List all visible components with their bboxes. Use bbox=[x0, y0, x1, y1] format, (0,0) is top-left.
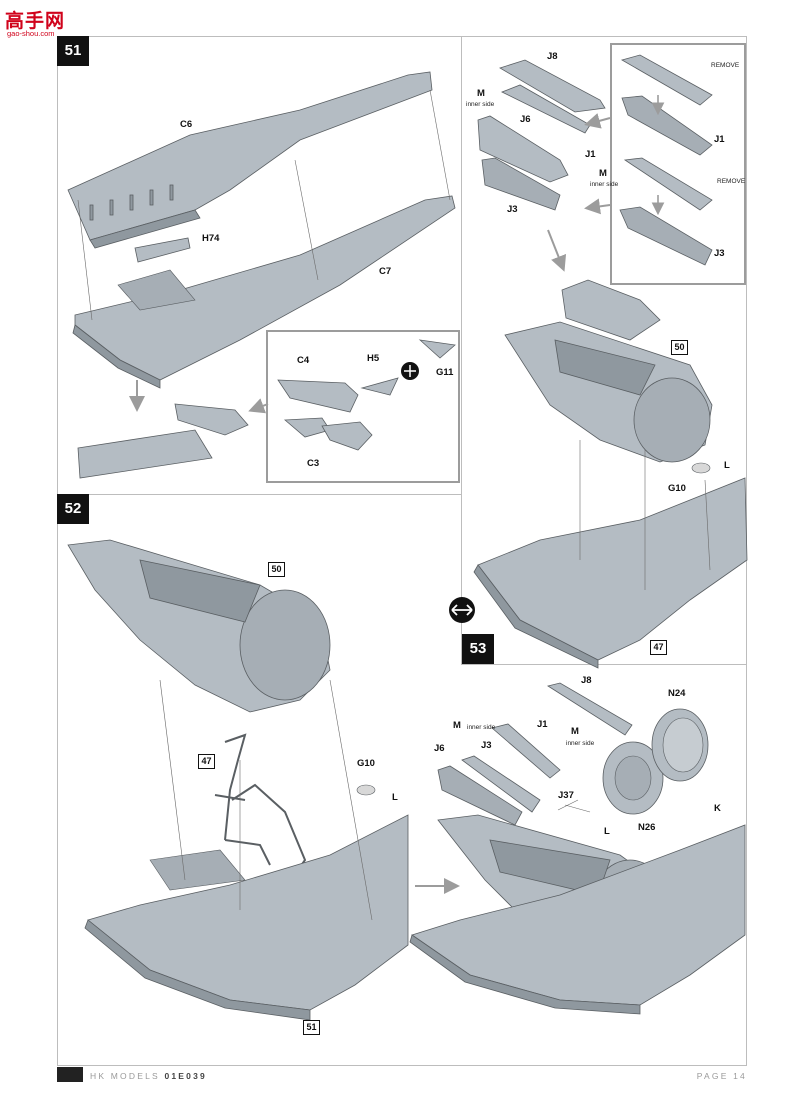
watermark-logo: 高手网 bbox=[5, 11, 66, 32]
guide-lines-52 bbox=[159, 679, 373, 921]
divider-vertical-top bbox=[461, 36, 462, 494]
label-g10-step52: G10 bbox=[357, 758, 375, 769]
label-j3-lower: J3 bbox=[481, 740, 492, 751]
part-canopy-53 bbox=[561, 279, 661, 341]
part-c7-bay bbox=[117, 269, 196, 311]
part-g10-53 bbox=[691, 462, 711, 474]
part-g10-52 bbox=[356, 784, 376, 796]
label-inner-side-lower-a: inner side bbox=[467, 724, 496, 731]
hk-models-logo bbox=[57, 1067, 83, 1082]
label-j3: J3 bbox=[507, 204, 518, 215]
label-n26: N26 bbox=[638, 822, 656, 833]
footer-brand: HK MODELS 01E039 bbox=[90, 1071, 207, 1081]
step-number-53: 53 bbox=[462, 634, 494, 664]
step-number-51: 51 bbox=[57, 36, 89, 66]
footer-brand-name: HK MODELS bbox=[90, 1071, 160, 1081]
part-c7 bbox=[72, 195, 456, 389]
label-j8-lower: J8 bbox=[581, 675, 592, 686]
part-hubcap-n24 bbox=[651, 708, 709, 782]
detail-inset-53 bbox=[610, 43, 746, 285]
part-wing-52-bay bbox=[149, 849, 246, 891]
flip-icon bbox=[449, 597, 475, 623]
label-c3: C3 bbox=[307, 458, 320, 469]
arrow-left-51 bbox=[248, 398, 269, 414]
label-g10-step53: G10 bbox=[668, 483, 686, 494]
part-fuselage-52 bbox=[67, 539, 331, 713]
part-c6 bbox=[67, 71, 433, 249]
part-j6-j3 bbox=[477, 115, 569, 211]
divider-vertical-mid bbox=[461, 494, 462, 664]
label-remove-a: REMOVE bbox=[711, 62, 740, 69]
divider-horizontal-left bbox=[57, 494, 462, 495]
part-h74 bbox=[134, 237, 191, 263]
detail-inset-51 bbox=[266, 330, 460, 483]
part-doors-53-lower bbox=[437, 682, 633, 826]
part-wing-53-final bbox=[409, 824, 746, 1015]
label-l-step52: L bbox=[392, 792, 398, 803]
guide-lines-51 bbox=[77, 89, 451, 321]
label-l-step53: L bbox=[724, 460, 730, 471]
ref-box-47-step53: 47 bbox=[650, 640, 667, 655]
step-number-52: 52 bbox=[57, 494, 89, 524]
label-h5: H5 bbox=[367, 353, 380, 364]
label-h74: H74 bbox=[202, 233, 220, 244]
ref-box-47-step52: 47 bbox=[198, 754, 215, 769]
ref-box-50-step52: 50 bbox=[268, 562, 285, 577]
part-c6-ribs bbox=[89, 184, 174, 221]
label-c4: C4 bbox=[297, 355, 310, 366]
label-j37: J37 bbox=[558, 790, 574, 801]
arrow-left-53a bbox=[584, 113, 611, 129]
label-g11: G11 bbox=[436, 367, 454, 378]
guide-lines-53 bbox=[579, 440, 711, 590]
part-fuselage-53 bbox=[504, 321, 713, 463]
label-l-lower: L bbox=[604, 826, 610, 837]
arrow-down-53 bbox=[547, 229, 567, 272]
label-m-a: M bbox=[477, 88, 485, 99]
footer-kit-code: 01E039 bbox=[164, 1071, 207, 1081]
label-c6: C6 bbox=[180, 119, 193, 130]
footer-page-number: PAGE 14 bbox=[696, 1071, 747, 1081]
label-inner-side-lower-b: inner side bbox=[566, 740, 595, 747]
part-wing-53 bbox=[473, 477, 748, 669]
label-j1: J1 bbox=[585, 149, 596, 160]
label-c7: C7 bbox=[379, 266, 392, 277]
watermark-url: gao-shou.com bbox=[7, 29, 55, 38]
label-j6: J6 bbox=[520, 114, 531, 125]
label-k: K bbox=[714, 803, 721, 814]
rotate-icon bbox=[401, 362, 419, 380]
part-wing-52 bbox=[84, 814, 409, 1021]
ref-box-51-step52: 51 bbox=[303, 1020, 320, 1035]
label-inner-side-a: inner side bbox=[466, 101, 495, 108]
divider-horizontal-right bbox=[461, 664, 747, 665]
label-m-lower-b: M bbox=[571, 726, 579, 737]
inset-parts-51 bbox=[277, 339, 456, 451]
label-j1-inset: J1 bbox=[714, 134, 725, 145]
label-j1-lower: J1 bbox=[537, 719, 548, 730]
result-wingtip-51 bbox=[77, 403, 249, 479]
label-remove-b: REMOVE bbox=[717, 178, 746, 185]
label-j3-inset: J3 bbox=[714, 248, 725, 259]
label-n24: N24 bbox=[668, 688, 686, 699]
ref-box-50-step53: 50 bbox=[671, 340, 688, 355]
guide-lines-53-lower bbox=[557, 799, 591, 813]
label-m-b: M bbox=[599, 168, 607, 179]
part-landing-gear-47 bbox=[214, 733, 307, 871]
label-j6-lower: J6 bbox=[434, 743, 445, 754]
arrow-left-53b bbox=[584, 198, 611, 215]
inset-parts-53 bbox=[619, 54, 713, 266]
part-j8 bbox=[499, 59, 606, 134]
label-j8: J8 bbox=[547, 51, 558, 62]
part-wheel-n26 bbox=[602, 741, 664, 815]
label-inner-side-b: inner side bbox=[590, 181, 619, 188]
label-m-lower-a: M bbox=[453, 720, 461, 731]
